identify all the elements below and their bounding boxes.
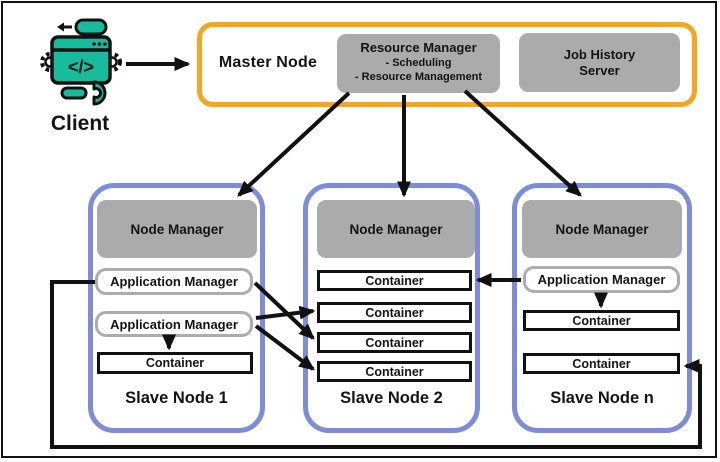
container-label: Container — [572, 356, 631, 371]
slave-n-container-2: Container — [523, 353, 680, 374]
slave-n-node-manager-box: Node Manager — [522, 200, 682, 258]
slave-node-1-label: Slave Node 1 — [125, 389, 228, 407]
slave-1-node-manager-box: Node Manager — [97, 200, 257, 258]
code-brackets-glyph: </> — [68, 57, 94, 77]
wrench-icon — [60, 80, 107, 106]
code-window-icon: </> — [50, 35, 112, 85]
job-history-server-label: Job History Server — [563, 46, 636, 78]
node-manager-label: Node Manager — [555, 221, 649, 237]
application-manager-label: Application Manager — [537, 272, 666, 287]
resource-manager-box: Resource Manager - Scheduling - Resource… — [337, 34, 500, 93]
container-label: Container — [365, 305, 424, 320]
client-icon: </> — [28, 10, 132, 115]
slave-2-container-1: Container — [317, 270, 472, 291]
client-label: Client — [50, 112, 110, 135]
slave-node-n-label: Slave Node n — [550, 389, 654, 407]
resource-manager-item-scheduling: - Scheduling — [385, 57, 452, 69]
slave-2-container-4: Container — [317, 361, 472, 382]
container-label: Container — [145, 356, 205, 370]
slave-2-node-manager-box: Node Manager — [317, 200, 475, 258]
slave-1-application-manager-1: Application Manager — [95, 268, 253, 295]
client-robot-browser-icon: </> — [40, 18, 122, 106]
slave-1-application-manager-2: Application Manager — [95, 311, 253, 337]
resource-manager-item-resource-management: - Resource Management — [354, 71, 483, 83]
application-manager-label: Application Manager — [110, 274, 238, 289]
container-label: Container — [572, 313, 631, 328]
slave-n-container-1: Container — [523, 310, 680, 331]
slave-n-application-manager-1: Application Manager — [523, 266, 680, 293]
slave-1-container-1: Container — [97, 352, 253, 374]
slave-2-container-2: Container — [317, 302, 472, 323]
job-history-server-box: Job History Server — [519, 33, 680, 92]
resource-manager-title: Resource Manager — [360, 40, 477, 55]
container-label: Container — [365, 273, 424, 288]
application-manager-label: Application Manager — [110, 316, 238, 332]
container-label: Container — [365, 364, 424, 379]
send-pill-icon — [57, 18, 108, 36]
node-manager-label: Node Manager — [130, 221, 224, 237]
node-manager-label: Node Manager — [349, 221, 443, 237]
container-label: Container — [365, 335, 424, 350]
master-node-label: Master Node — [218, 54, 318, 71]
slave-2-container-3: Container — [317, 332, 472, 353]
slave-node-2-label: Slave Node 2 — [340, 389, 443, 407]
